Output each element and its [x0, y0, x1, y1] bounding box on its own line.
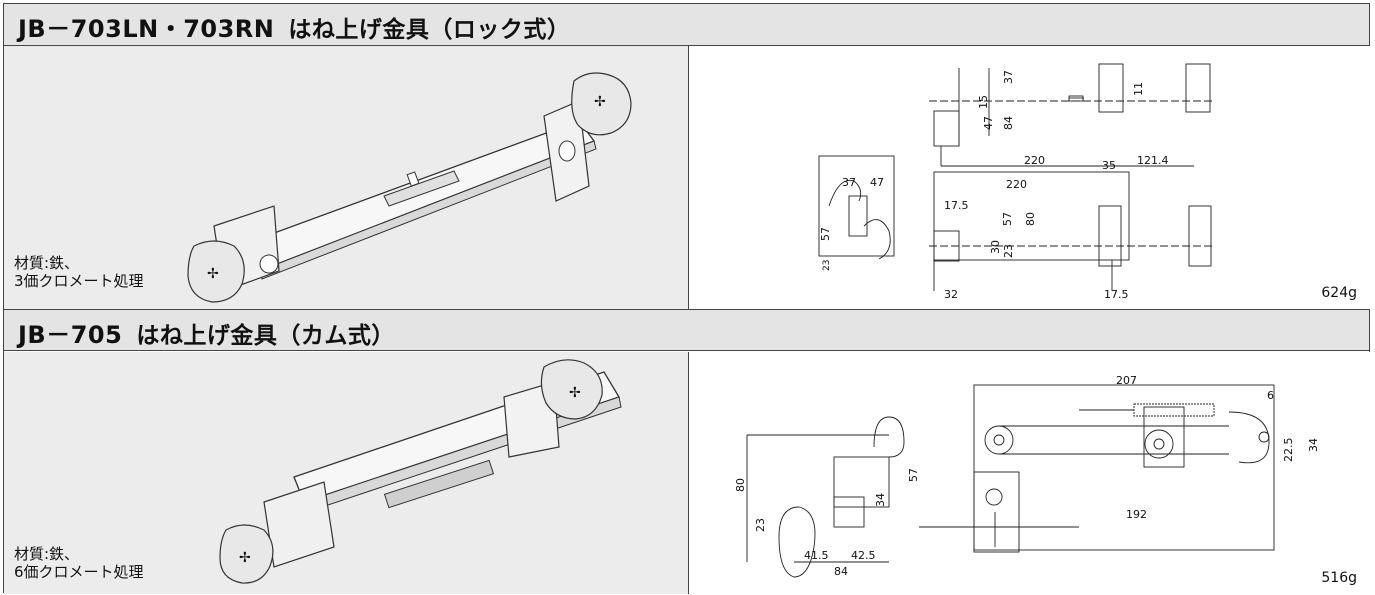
svg-text:30: 30: [989, 240, 1002, 254]
weight-label-1: 624g: [1321, 285, 1357, 301]
svg-text:23: 23: [1002, 244, 1015, 258]
svg-text:✢: ✢: [207, 266, 219, 282]
svg-text:22.5: 22.5: [1282, 438, 1295, 463]
svg-text:✢: ✢: [569, 385, 581, 401]
svg-text:35: 35: [1102, 159, 1116, 172]
svg-text:42.5: 42.5: [851, 549, 876, 562]
material-note-2: 材質:鉄、 6価クロメート処理: [14, 545, 144, 581]
dimension-drawing-2: [746, 384, 1275, 578]
svg-text:15: 15: [977, 95, 990, 109]
svg-text:57: 57: [1001, 212, 1014, 226]
svg-text:84: 84: [834, 565, 848, 578]
svg-text:207: 207: [1116, 374, 1137, 387]
svg-text:84: 84: [1002, 116, 1015, 130]
product-name-2: はね上げ金具（カム式）: [136, 323, 395, 349]
svg-text:121.4: 121.4: [1137, 154, 1169, 167]
svg-text:47: 47: [870, 176, 884, 189]
svg-text:23: 23: [754, 518, 767, 532]
svg-text:220: 220: [1024, 154, 1045, 167]
hinge-photo-illustration-1: ✢ ✢: [187, 72, 632, 303]
svg-text:80: 80: [734, 478, 747, 492]
weight-label-2: 516g: [1321, 570, 1357, 586]
product-photo-2: ✢ ✢ 材質:鉄、 6価クロメート処理: [4, 352, 689, 594]
svg-text:17.5: 17.5: [944, 199, 969, 212]
dimension-labels-1: 37 15 47 84 11 220 35 121.4 220 37 47 57…: [819, 70, 1169, 301]
svg-text:57: 57: [819, 227, 832, 241]
product-name-1: はね上げ金具（ロック式）: [288, 17, 571, 43]
svg-text:37: 37: [842, 176, 856, 189]
dimension-drawing-1: [818, 63, 1214, 291]
svg-text:80: 80: [1024, 212, 1037, 226]
svg-text:220: 220: [1006, 178, 1027, 191]
product-photo-1: ✢ ✢ 材質:鉄、 3価クロメート処理: [4, 46, 689, 309]
svg-text:34: 34: [1307, 438, 1320, 452]
svg-text:23: 23: [822, 260, 832, 271]
svg-text:11: 11: [1132, 82, 1145, 96]
technical-drawing-1: 37 15 47 84 11 220 35 121.4 220 37 47 57…: [689, 46, 1371, 309]
svg-text:192: 192: [1126, 508, 1147, 521]
svg-text:17.5: 17.5: [1104, 288, 1129, 301]
hinge-photo-illustration-2: ✢ ✢: [219, 359, 622, 584]
svg-text:57: 57: [907, 468, 920, 482]
svg-text:✢: ✢: [594, 94, 606, 110]
technical-drawing-2: 80 57 23 34 41.5 42.5 84 207 6 22.5 34 1…: [689, 352, 1371, 594]
svg-text:37: 37: [1002, 70, 1015, 84]
svg-text:47: 47: [982, 116, 995, 130]
dimension-labels-2: 80 57 23 34 41.5 42.5 84 207 6 22.5 34 1…: [734, 374, 1320, 578]
svg-text:✢: ✢: [239, 550, 251, 566]
material-note-1: 材質:鉄、 3価クロメート処理: [14, 254, 144, 290]
svg-text:41.5: 41.5: [804, 549, 829, 562]
svg-text:32: 32: [944, 288, 958, 301]
svg-text:34: 34: [874, 493, 887, 507]
svg-text:6: 6: [1267, 389, 1274, 402]
